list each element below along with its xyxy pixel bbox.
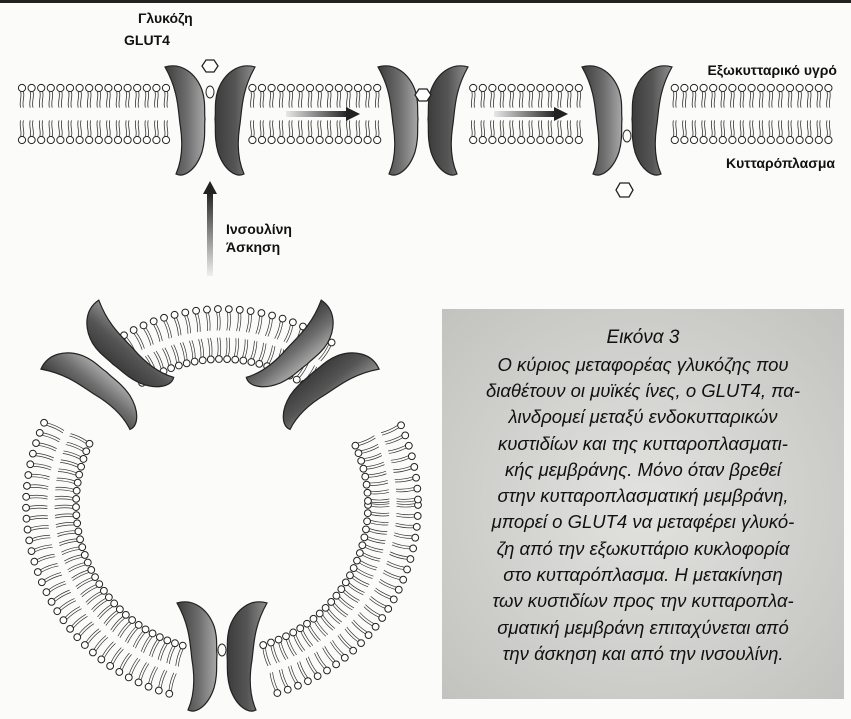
translocation-arrow <box>203 181 217 276</box>
glut4-transporter-1 <box>165 66 255 175</box>
figure-caption: Εικόνα 3 Ο κύριος μεταφορέας γλυκόζης πο… <box>442 309 844 699</box>
progress-arrow-1 <box>286 107 360 121</box>
caption-line: Ο κύριος μεταφορέας γλυκόζης που <box>454 352 832 378</box>
vesicle-glut4-top-right <box>238 299 379 438</box>
glucose-label: Γλυκόζη <box>138 11 193 25</box>
glut4-transporter-3 <box>582 66 672 175</box>
vesicle-glut4-top-left <box>40 299 181 438</box>
cytoplasm-label: Κυτταρόπλασμα <box>726 156 835 170</box>
caption-line: στο κυτταρόπλασμα. Η μετακίνηση <box>454 562 832 588</box>
caption-line: την άσκηση και από την ινσουλίνη. <box>454 641 832 667</box>
caption-line: των κυστιδίων προς την κυτταροπλα- <box>454 588 832 614</box>
glucose-molecule-inside <box>616 183 633 197</box>
glut4-transporter-2 <box>378 66 468 175</box>
caption-line: μπορεί ο GLUT4 να μεταφέρει γλυκό- <box>454 509 832 535</box>
glut4-label: GLUT4 <box>124 33 170 47</box>
caption-line: κυστιδίων και της κυτταροπλασματι- <box>454 431 832 457</box>
caption-line: σματική μεμβράνη επιταχύνεται από <box>454 615 832 641</box>
glucose-molecule-in-channel <box>415 89 431 101</box>
exercise-label: Άσκηση <box>226 238 292 256</box>
vesicle-glut4-bottom <box>177 602 267 711</box>
caption-line: λινδρομεί μεταξύ ενδοκυτταρικών <box>454 404 832 430</box>
caption-line: κής μεμβράνης. Μόνο όταν βρεθεί <box>454 457 832 483</box>
glucose-molecule-outside <box>202 60 218 72</box>
extracellular-fluid-label: Εξωκυτταρικό υγρό <box>707 63 837 77</box>
caption-line: στην κυτταροπλασματική μεμβράνη, <box>454 483 832 509</box>
caption-line: διαθέτουν οι μυϊκές ίνες, ο GLUT4, πα- <box>454 378 832 404</box>
stimulus-labels: Ινσουλίνη Άσκηση <box>226 220 292 256</box>
progress-arrow-2 <box>494 107 568 121</box>
insulin-label: Ινσουλίνη <box>226 220 292 238</box>
caption-line: ζη από την εξωκυττάριο κυκλοφορία <box>454 536 832 562</box>
caption-title: Εικόνα 3 <box>454 325 832 351</box>
